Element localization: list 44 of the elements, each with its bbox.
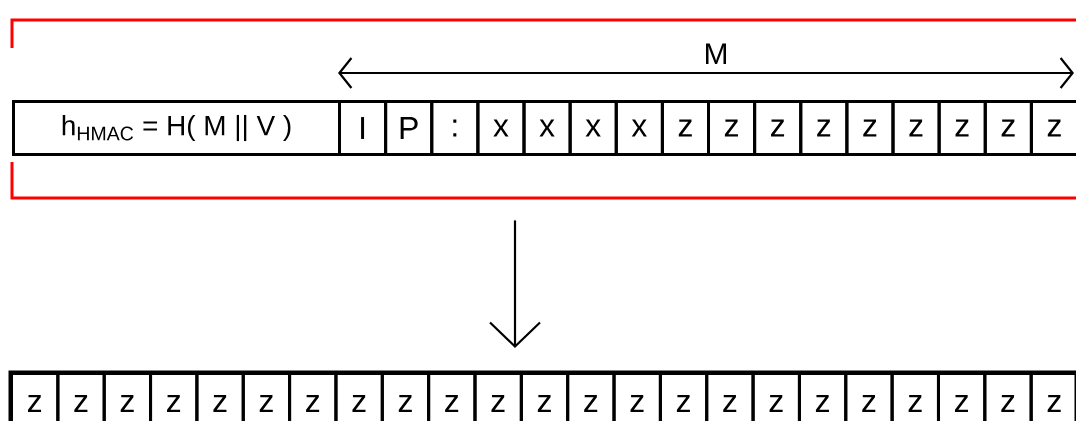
dimension-label: M (706, 43, 726, 64)
cell: h$_{HMAC}$ = H( M || V ) (12, 100, 341, 156)
cell: z (612, 372, 662, 421)
cell: z (983, 372, 1033, 421)
bracket-frame (10, 18, 1076, 200)
cell: z (845, 100, 895, 156)
cell: x (522, 100, 572, 156)
cell: z (844, 372, 894, 421)
cell: z (102, 372, 153, 421)
cell: z (705, 372, 755, 421)
cell: z (149, 372, 199, 421)
cell: x (568, 100, 618, 156)
cell: z (660, 100, 710, 156)
cell: z (799, 100, 849, 156)
cell: x (476, 100, 526, 156)
cell: : (430, 100, 480, 156)
arrow (489, 220, 541, 348)
cell: z (427, 372, 477, 421)
cell: z (658, 372, 709, 421)
cell: z (473, 372, 523, 421)
cell: x (614, 100, 664, 156)
cell: z (241, 372, 292, 421)
cell: z (707, 100, 757, 156)
cell: z (288, 372, 338, 421)
cell: z (56, 372, 106, 421)
cell: z (751, 372, 801, 421)
cell: z (797, 372, 848, 421)
cell: z (1029, 100, 1076, 156)
cell: z (983, 100, 1033, 156)
cell: z (936, 372, 987, 421)
cell: P (384, 100, 434, 156)
cell: z (10, 372, 60, 421)
cell: z (937, 100, 987, 156)
cell: z (753, 100, 803, 156)
cell: z (334, 372, 384, 421)
cell: z (890, 372, 940, 421)
cell: z (1029, 372, 1076, 421)
cell: z (519, 372, 570, 421)
cell: I (338, 100, 388, 156)
cell: z (566, 372, 616, 421)
cell: z (891, 100, 941, 156)
cell: z (195, 372, 245, 421)
cell-row (8, 370, 1076, 421)
cell: z (380, 372, 431, 421)
